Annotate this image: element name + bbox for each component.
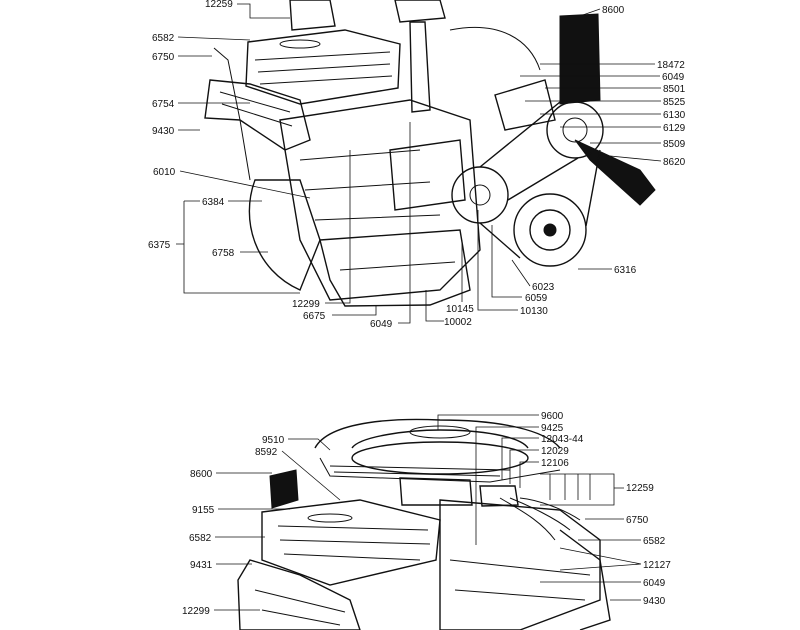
callout-6129: 6129: [663, 123, 686, 134]
callout-6023: 6023: [532, 282, 555, 293]
callout-6049-bottom: 6049: [643, 578, 666, 589]
engine-illustration-bottom: [237, 418, 611, 630]
callout-12029: 12029: [541, 446, 569, 457]
callout-10145: 10145: [446, 304, 474, 315]
callout-6750: 6750: [152, 52, 175, 63]
callout-9431: 9431: [190, 560, 213, 571]
callout-6059: 6059: [525, 293, 548, 304]
callout-8592: 8592: [255, 447, 278, 458]
callout-8509: 8509: [663, 139, 686, 150]
callout-18472: 18472: [657, 60, 685, 71]
callout-10130: 10130: [520, 306, 548, 317]
callout-9510: 9510: [262, 435, 285, 446]
callout-12299-bottom: 12299: [182, 606, 210, 617]
callout-6049-top-bottom: 6049: [370, 319, 393, 330]
callout-12106: 12106: [541, 458, 569, 469]
top-engine-callouts: 12259 6582 6750 6754 9430 6010 6384 6375…: [148, 0, 686, 330]
callout-12299: 12299: [292, 299, 320, 310]
callout-9155: 9155: [192, 505, 215, 516]
callout-6754: 6754: [152, 99, 175, 110]
callout-6750-bottom: 6750: [626, 515, 649, 526]
callout-6758: 6758: [212, 248, 235, 259]
callout-9430: 9430: [152, 126, 175, 137]
callout-8620: 8620: [663, 157, 686, 168]
callout-6375: 6375: [148, 240, 171, 251]
callout-10002: 10002: [444, 317, 472, 328]
callout-8525: 8525: [663, 97, 686, 108]
bottom-engine-callouts: 9600 9425 12043-44 12029 12106 12259 675…: [182, 411, 671, 617]
callout-6582-bottom-left: 6582: [189, 533, 212, 544]
callout-6010: 6010: [153, 167, 176, 178]
callout-9600: 9600: [541, 411, 564, 422]
callout-12259: 12259: [205, 0, 233, 10]
callout-9430-bottom: 9430: [643, 596, 666, 607]
callout-9425: 9425: [541, 423, 564, 434]
callout-6675: 6675: [303, 311, 326, 322]
callout-12043-44: 12043-44: [541, 434, 584, 445]
engine-illustration-top: [204, 0, 656, 307]
callout-6384: 6384: [202, 197, 225, 208]
callout-6316: 6316: [614, 265, 637, 276]
callout-8501: 8501: [663, 84, 686, 95]
callout-8600-top: 8600: [602, 5, 625, 16]
callout-6582-bottom-right: 6582: [643, 536, 666, 547]
callout-6130: 6130: [663, 110, 686, 121]
callout-12127: 12127: [643, 560, 671, 571]
callout-6049-top: 6049: [662, 72, 685, 83]
callout-8600-bottom: 8600: [190, 469, 213, 480]
callout-6582: 6582: [152, 33, 175, 44]
callout-12259-bottom: 12259: [626, 483, 654, 494]
